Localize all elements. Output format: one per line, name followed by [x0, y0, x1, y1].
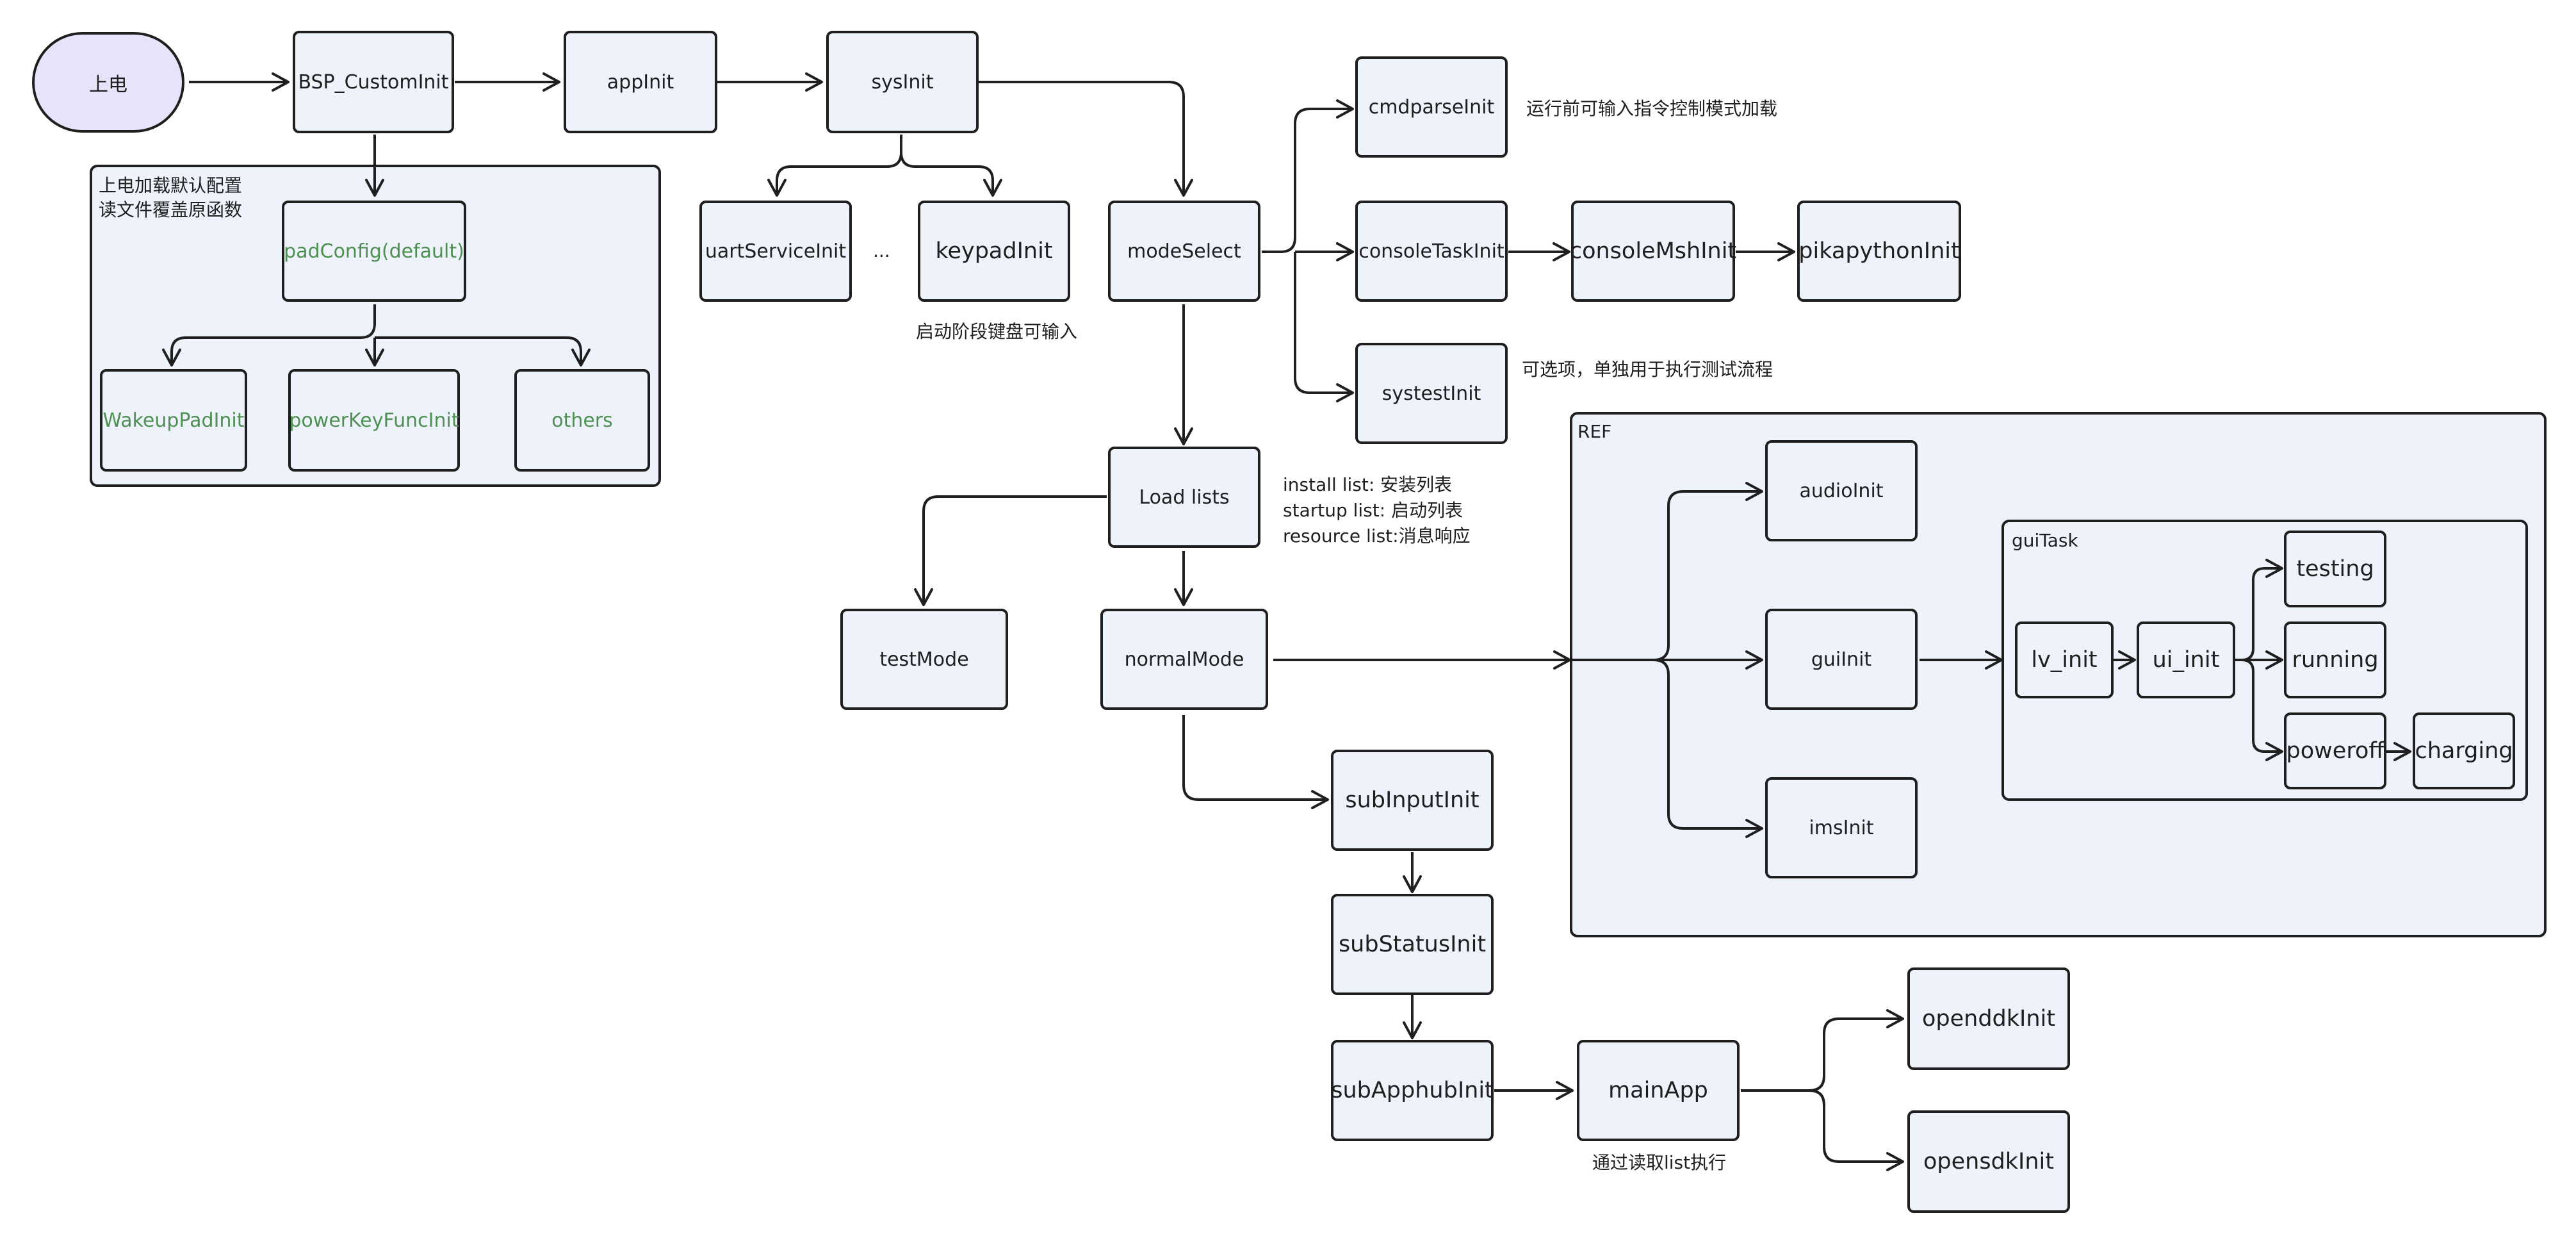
default-config-group-label: 上电加载默认配置 读文件覆盖原函数	[99, 175, 243, 220]
main-app-node[interactable]: mainApp	[1577, 1040, 1740, 1141]
bsp-custom-init-node[interactable]: BSP_CustomInit	[293, 31, 454, 133]
poweroff-node[interactable]: poweroff	[2284, 712, 2386, 789]
test-mode-node[interactable]: testMode	[840, 609, 1008, 710]
systest-annotation: 可选项，单独用于执行测试流程	[1522, 359, 1773, 380]
load-lists-annotation: install list: 安装列表 startup list: 启动列表 re…	[1283, 474, 1471, 547]
edge-sysinit-modeselect	[979, 81, 1193, 197]
edge-mainapp-opensdk	[1809, 1089, 1904, 1171]
main-app-annotation: 通过读取list执行	[1592, 1152, 1727, 1173]
edge-normalmode-subinput	[1182, 715, 1329, 809]
edge-sysinit-keypad	[900, 152, 1002, 197]
running-node[interactable]: running	[2284, 622, 2386, 698]
lv-init-node[interactable]: lv_init	[2015, 622, 2114, 698]
uart-service-init-node[interactable]: uartServiceInit	[699, 201, 852, 302]
power-on-node[interactable]: 上电	[32, 32, 184, 133]
charging-node[interactable]: charging	[2413, 712, 2515, 789]
sub-status-init-node[interactable]: subStatusInit	[1331, 894, 1494, 995]
ref-group-label: REF	[1577, 421, 1612, 442]
testing-node[interactable]: testing	[2284, 531, 2386, 607]
load-lists-node[interactable]: Load lists	[1108, 447, 1260, 548]
edge-modeselect-systest	[1294, 252, 1354, 402]
openddk-init-node[interactable]: openddkInit	[1907, 967, 2070, 1070]
sys-init-node[interactable]: sysInit	[826, 31, 979, 133]
edge-mainapp-openddk	[1741, 1009, 1904, 1092]
keypad-init-node[interactable]: keypadInit	[918, 201, 1070, 302]
others-node[interactable]: others	[514, 369, 650, 472]
mode-select-node[interactable]: modeSelect	[1108, 201, 1260, 302]
edge-sysinit-uart	[767, 135, 902, 197]
console-task-init-node[interactable]: consoleTaskInit	[1355, 201, 1508, 302]
opensdk-init-node[interactable]: opensdkInit	[1907, 1110, 2070, 1213]
ellipsis-label: ...	[873, 240, 890, 261]
wakeup-pad-init-node[interactable]: WakeupPadInit	[100, 369, 247, 472]
gui-task-group-label: guiTask	[2012, 530, 2078, 551]
sub-apphub-init-node[interactable]: subApphubInit	[1331, 1040, 1494, 1141]
systest-init-node[interactable]: systestInit	[1355, 343, 1508, 444]
cmdparse-init-node[interactable]: cmdparseInit	[1355, 56, 1508, 158]
normal-mode-node[interactable]: normalMode	[1100, 609, 1268, 710]
audio-init-node[interactable]: audioInit	[1765, 440, 1918, 541]
pikapython-init-node[interactable]: pikapythonInit	[1797, 201, 1961, 302]
pad-config-node[interactable]: padConfig(default)	[282, 201, 466, 302]
edge-loadlists-testmode	[914, 495, 1107, 606]
sub-input-init-node[interactable]: subInputInit	[1331, 750, 1494, 851]
keypad-annotation: 启动阶段键盘可输入	[916, 321, 1078, 342]
ims-init-node[interactable]: imsInit	[1765, 777, 1918, 878]
ui-init-node[interactable]: ui_init	[2137, 622, 2235, 698]
cmdparse-annotation: 运行前可输入指令控制模式加载	[1526, 98, 1778, 119]
gui-init-node[interactable]: guiInit	[1765, 609, 1918, 710]
edge-modeselect-cmdparse	[1262, 99, 1354, 253]
app-init-node[interactable]: appInit	[564, 31, 717, 133]
power-key-func-init-node[interactable]: powerKeyFuncInit	[288, 369, 460, 472]
console-msh-init-node[interactable]: consoleMshInit	[1570, 201, 1736, 302]
